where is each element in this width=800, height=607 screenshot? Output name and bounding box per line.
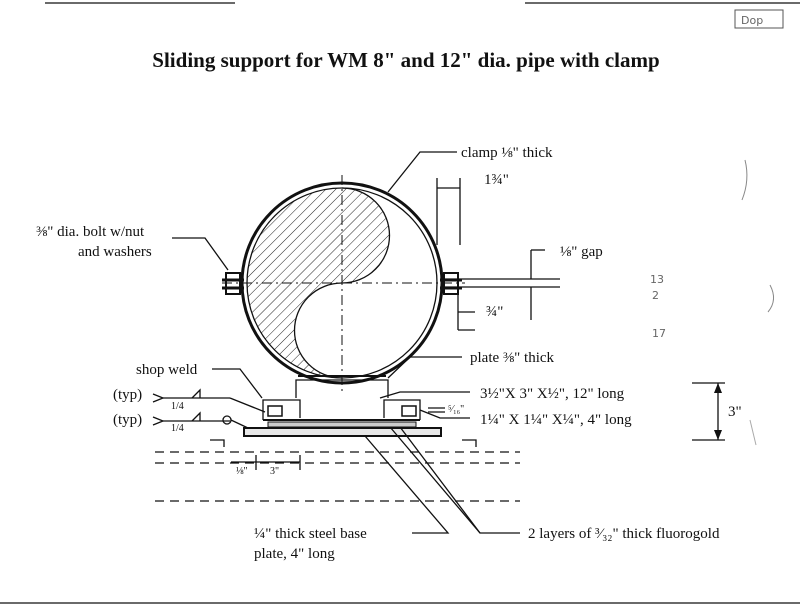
typ-label-1: (typ): [113, 387, 142, 403]
bolt-label-line2: and washers: [78, 244, 152, 260]
support-beam: [155, 439, 520, 502]
reviewer-stamp: Dop: [734, 9, 784, 29]
shop-weld-label: shop weld: [136, 362, 198, 378]
angle-1-label: 3½"X 3" X½", 12" long: [480, 386, 625, 402]
dim-3-4: ¾": [486, 304, 503, 320]
leaders: [152, 151, 725, 534]
gap-label: ⅛" gap: [560, 244, 603, 260]
typ-label-2: (typ): [113, 412, 142, 428]
annotations: clamp ⅛" thick 1¾" ⅜" dia. bolt w/nut an…: [36, 145, 742, 562]
handwritten-notes: 13 2 17: [650, 159, 774, 446]
dim-1-8: ⅛": [236, 466, 248, 477]
hand-note-2: 2: [652, 289, 659, 302]
drawing-title: Sliding support for WM 8" and 12" dia. p…: [152, 48, 659, 72]
base-plate-label-line2: plate, 4" long: [254, 546, 335, 562]
fluorogold-label: 2 layers of ³⁄₃₂" thick fluorogold: [528, 526, 720, 542]
support-assembly: [243, 375, 442, 437]
bolt-label-line1: ⅜" dia. bolt w/nut: [36, 224, 145, 240]
dim-5-16: ⁵⁄₁₆": [448, 404, 464, 415]
stamp-text: Dop: [741, 14, 763, 27]
hand-note-1: 13: [650, 273, 664, 286]
angle-2-label: 1¼" X 1¼" X¼", 4" long: [480, 412, 632, 428]
dim-1-3-4: 1¾": [484, 172, 509, 188]
weld-size-1: 1/4: [171, 401, 184, 412]
clamp-bolts: [222, 272, 462, 295]
hand-note-3: 17: [652, 327, 666, 340]
base-plate-label-line1: ¼" thick steel base: [254, 526, 367, 542]
plate-label: plate ⅜" thick: [470, 350, 555, 366]
weld-size-2: 1/4: [171, 423, 184, 434]
dim-3-bottom: 3": [270, 466, 279, 477]
dim-3-vertical: 3": [728, 404, 742, 420]
clamp-label: clamp ⅛" thick: [461, 145, 553, 161]
pipe-section: [222, 175, 465, 395]
